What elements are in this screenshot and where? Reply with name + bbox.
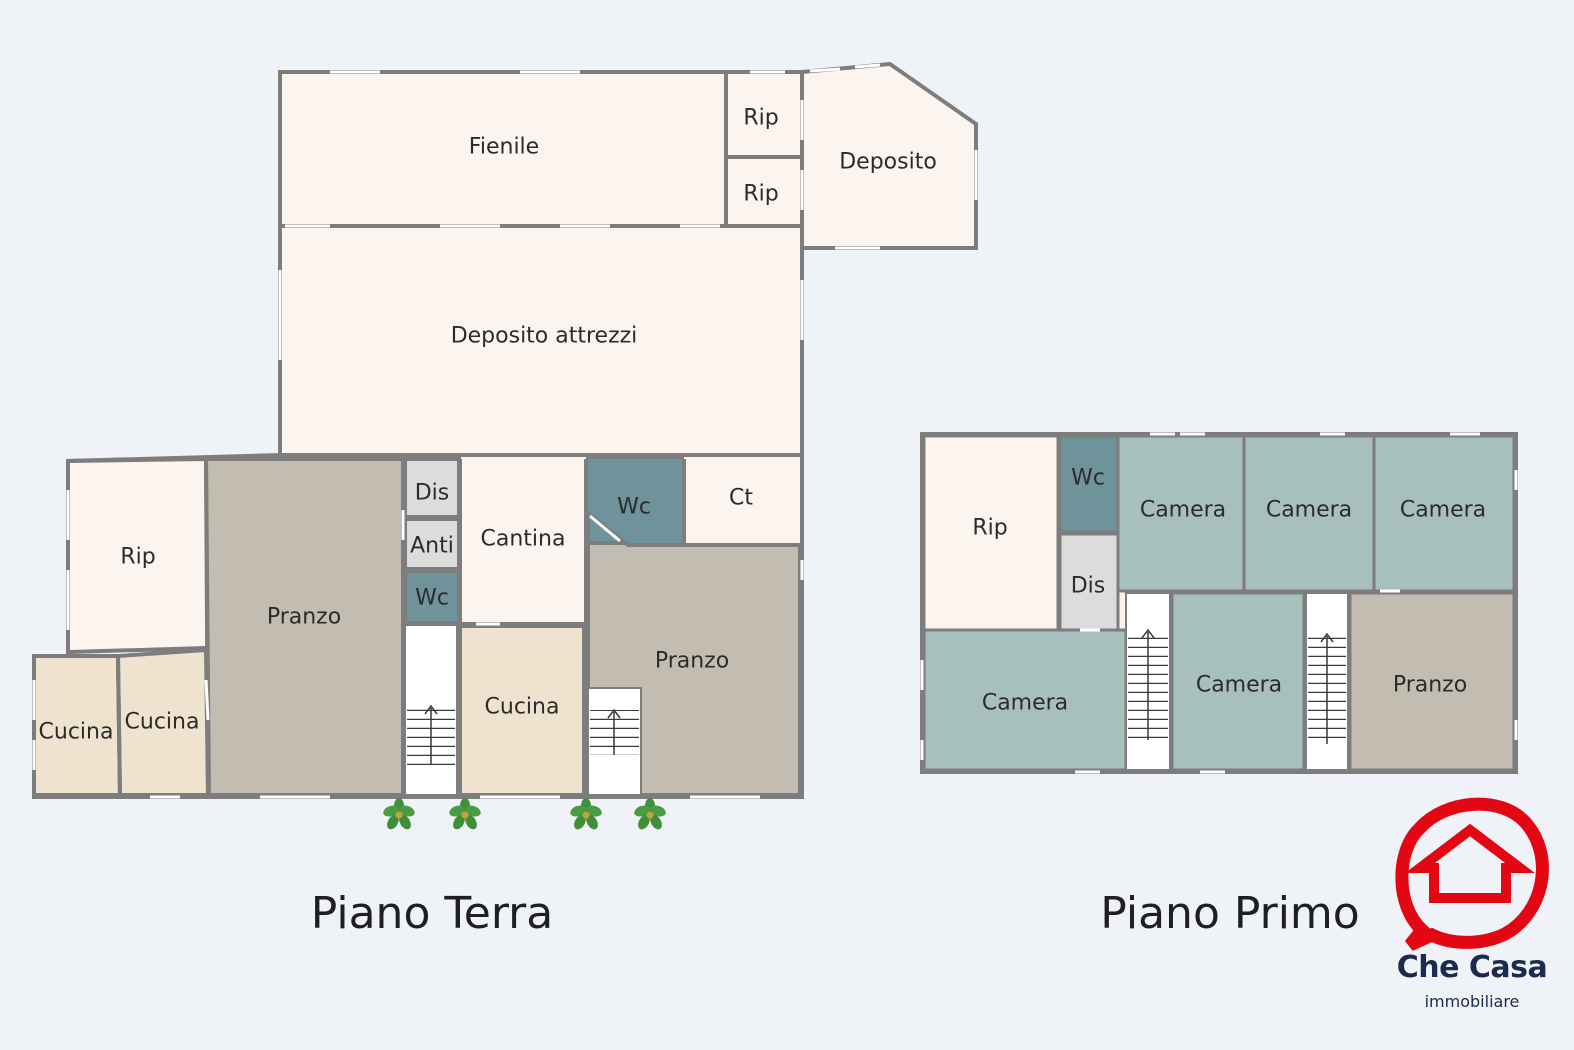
label-camera-1: Camera	[1140, 498, 1226, 523]
label-camera-3: Camera	[1400, 498, 1486, 523]
label-camera-4: Camera	[982, 691, 1068, 716]
room-camera-3	[1372, 434, 1516, 593]
label-ct: Ct	[729, 486, 753, 511]
house-in-speech-bubble-icon	[1395, 797, 1549, 951]
room-camera-2	[1242, 434, 1376, 593]
first-floor-labels: Rip Wc Dis Camera Camera Camera Camera C…	[972, 466, 1486, 716]
label-dis-first: Dis	[1071, 574, 1106, 599]
label-pranzo-right: Pranzo	[655, 649, 729, 674]
brand-name: Che Casa	[1396, 950, 1548, 985]
label-dis: Dis	[415, 481, 450, 506]
ground-floor-plan	[32, 61, 978, 799]
label-camera-5: Camera	[1196, 673, 1282, 698]
label-anti: Anti	[410, 534, 454, 559]
label-rip-top: Rip	[743, 106, 778, 131]
label-rip-left: Rip	[120, 545, 155, 570]
label-rip-first: Rip	[972, 516, 1007, 541]
plant-icon-2	[447, 798, 483, 832]
label-cantina: Cantina	[481, 527, 566, 552]
room-cucina-center	[458, 624, 586, 797]
label-pranzo-first: Pranzo	[1393, 673, 1467, 698]
first-floor-title: Piano Primo	[1100, 888, 1360, 939]
label-camera-2: Camera	[1266, 498, 1352, 523]
plant-icon-1	[381, 798, 417, 832]
label-wc: Wc	[617, 495, 651, 520]
first-floor-plan	[920, 432, 1518, 774]
room-camera-1	[1116, 434, 1246, 593]
label-rip-mid: Rip	[743, 182, 778, 207]
label-deposito: Deposito	[839, 150, 937, 175]
ground-floor-title: Piano Terra	[310, 888, 554, 939]
label-cucina-b: Cucina	[125, 710, 200, 735]
label-wc-small: Wc	[415, 586, 449, 611]
room-camera-5	[1170, 591, 1306, 772]
label-cucina-c: Cucina	[485, 695, 560, 720]
brand-subtitle: immobiliare	[1424, 992, 1520, 1011]
label-cucina-a: Cucina	[39, 720, 114, 745]
label-deposito-attrezzi: Deposito attrezzi	[451, 324, 638, 349]
plant-icon-3	[568, 798, 604, 832]
ground-floor-labels: Fienile Rip Rip Deposito Deposito attrez…	[39, 106, 937, 745]
plant-icon-4	[632, 798, 668, 832]
label-fienile: Fienile	[469, 135, 539, 160]
label-pranzo-left: Pranzo	[267, 605, 341, 630]
label-wc-first: Wc	[1071, 466, 1105, 491]
room-pranzo-first	[1348, 591, 1516, 772]
